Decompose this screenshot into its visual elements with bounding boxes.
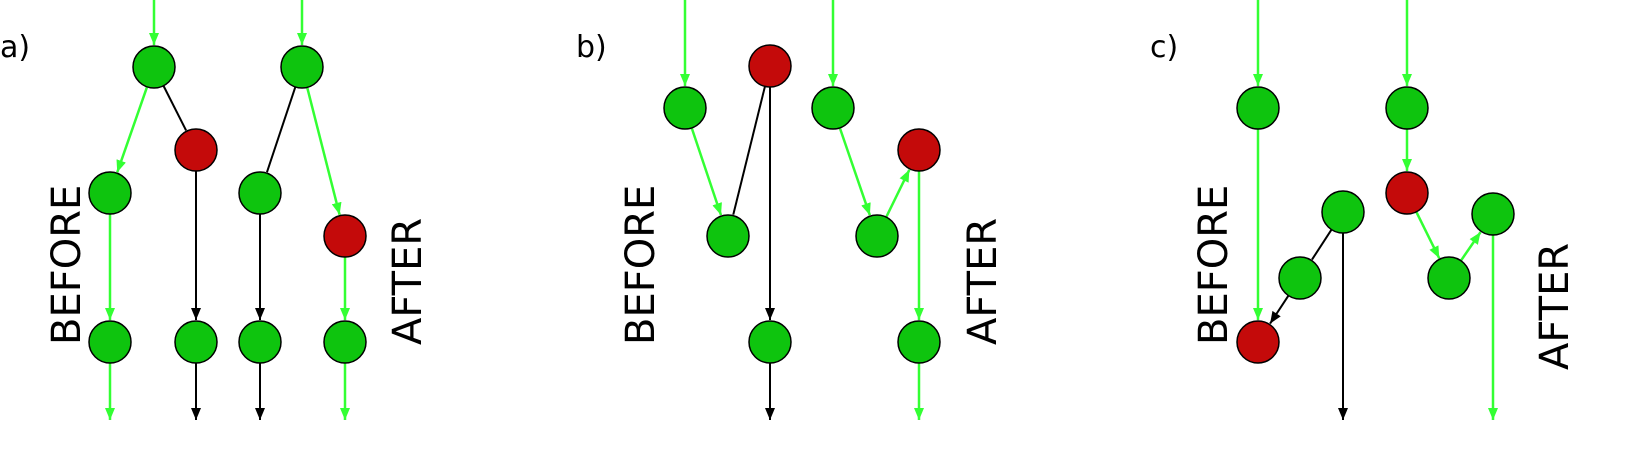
green-edge [1415,211,1441,259]
green-edge [885,169,911,218]
tree-node-green [748,320,792,364]
panel-a-label: a) [0,30,30,65]
tree-node-green [88,320,132,364]
tree-node-red [748,44,792,88]
tree-node-green [1471,192,1515,236]
nodes-layer [88,44,1515,364]
edges-layer [105,0,1498,420]
panel-a-before-label: BEFORE [44,185,90,345]
black-edge [162,85,187,131]
tree-node-green [1321,190,1365,234]
tree-node-red [323,214,367,258]
tree-node-green [323,320,367,364]
tree-node-green [238,171,282,215]
black-edge [1269,295,1290,325]
black-edge [266,86,297,173]
green-edge [116,86,149,173]
tree-node-green [855,214,899,258]
tree-node-green [132,45,176,89]
black-edge [1311,229,1333,261]
tree-node-green [811,86,855,130]
panel-b-label: b) [576,30,607,65]
tree-node-green [706,214,750,258]
panel-c-after-label: AFTER [1532,243,1578,370]
tree-node-green [238,320,282,364]
black-edge [732,86,766,215]
panel-b-before-label: BEFORE [618,185,664,345]
tree-node-green [174,320,218,364]
green-edge [305,87,342,215]
tree-node-green [1236,86,1280,130]
green-edge [1459,231,1482,262]
tree-node-green [897,320,941,364]
panel-c-before-label: BEFORE [1191,185,1237,345]
green-edge [838,127,872,216]
green-edge [690,127,723,216]
panel-c-label: c) [1150,30,1178,65]
panel-a-after-label: AFTER [385,218,431,345]
tree-node-green [1385,86,1429,130]
tree-node-green [280,45,324,89]
tree-node-red [1236,320,1280,364]
tree-node-green [1427,256,1471,300]
tree-node-green [1278,256,1322,300]
tree-node-green [663,86,707,130]
tree-node-red [897,128,941,172]
tree-node-green [88,171,132,215]
tree-node-red [174,128,218,172]
panel-b-after-label: AFTER [960,218,1006,345]
tree-node-red [1385,171,1429,215]
